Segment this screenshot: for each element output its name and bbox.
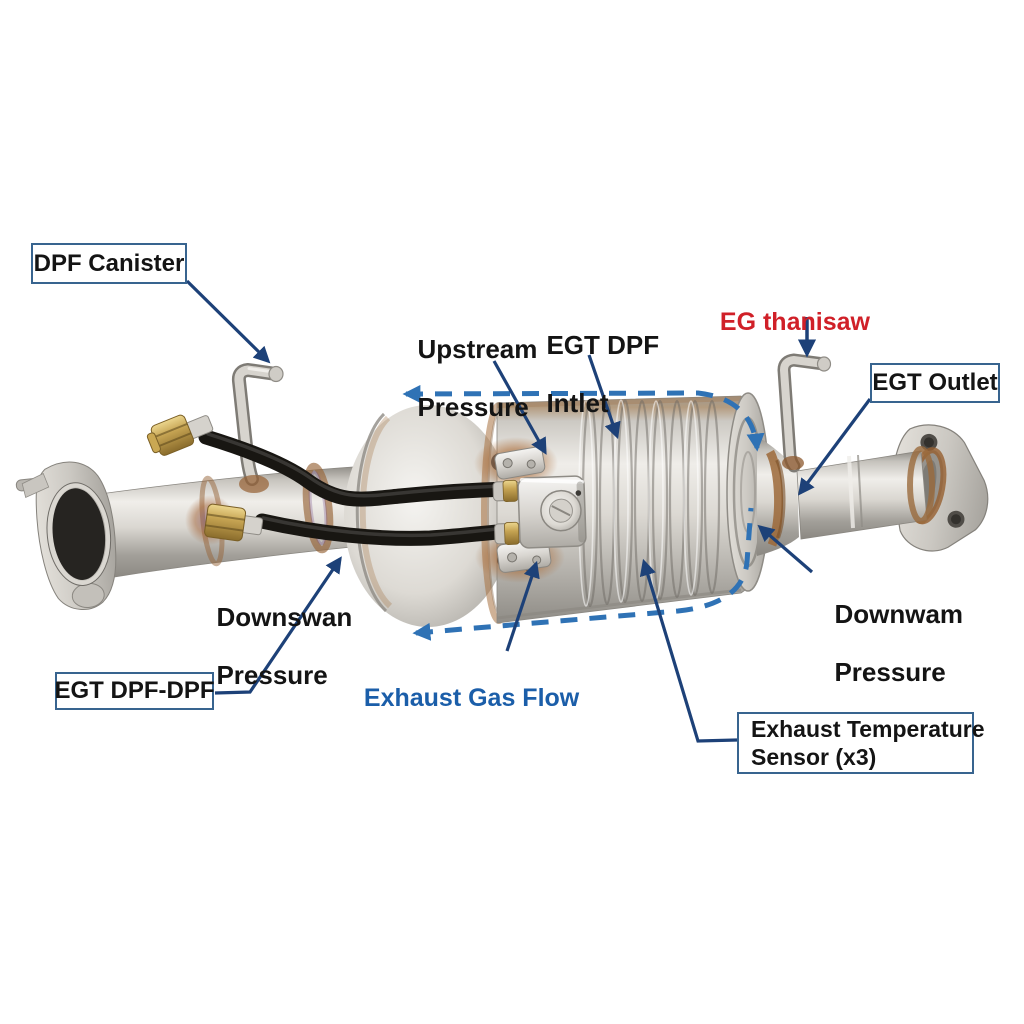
pressure-fitting-lower bbox=[185, 495, 264, 545]
label-exhaust-temp-sensor: Exhaust Temperature Sensor (x3) bbox=[737, 712, 984, 774]
label-downwam-pressure: Downwam Pressure bbox=[834, 599, 964, 687]
label-egt-dpf-dpf: EGT DPF-DPF bbox=[54, 672, 215, 710]
leader-arrows bbox=[185, 279, 872, 743]
inlet-hanger-rod bbox=[231, 362, 284, 493]
arrow-egt-outlet bbox=[798, 398, 872, 496]
arrow-egt-dpf-dpf bbox=[214, 556, 342, 695]
label-egt-outlet-text: EGT Outlet bbox=[872, 369, 998, 396]
label-eg-thanisaw: EG thanisaw bbox=[719, 308, 870, 336]
arrow-downwam-pressure bbox=[757, 524, 814, 574]
flow-dash-bottom bbox=[412, 507, 754, 641]
dpf-dome bbox=[344, 402, 517, 627]
arrow-exhaust-gas-flow bbox=[505, 560, 540, 652]
pressure-hoses bbox=[198, 429, 516, 546]
pressure-fitting-upper bbox=[146, 414, 214, 456]
flow-dashed-outline bbox=[402, 384, 765, 641]
label-dpf-canister: DPF Canister bbox=[31, 243, 187, 284]
arrow-exhaust-temp-sensor bbox=[639, 558, 738, 743]
label-exhaust-gas-flow: Exhaust Gas Flow bbox=[363, 684, 580, 712]
arrow-upstream-pressure bbox=[492, 360, 547, 455]
outlet-pipe bbox=[796, 446, 935, 540]
label-dpf-canister-text: DPF Canister bbox=[33, 249, 185, 277]
label-downswan-pressure: Downswan Pressure bbox=[216, 602, 353, 690]
inlet-flange bbox=[15, 461, 117, 610]
flow-dash-top bbox=[402, 384, 765, 452]
label-upstream-pressure: Upstream Pressure bbox=[417, 334, 538, 422]
arrow-egt-dpf-inlet bbox=[587, 354, 621, 440]
label-egt-outlet: EGT Outlet bbox=[870, 363, 1000, 403]
pressure-hose-upper bbox=[198, 429, 516, 507]
label-egt-dpf-dpf-text: EGT DPF-DPF bbox=[54, 677, 215, 704]
arrow-dpf-canister bbox=[185, 279, 271, 364]
outlet-hanger-rod bbox=[777, 353, 832, 473]
sensor-block bbox=[492, 475, 587, 549]
pressure-hose-lower bbox=[254, 513, 516, 546]
label-egt-dpf-inlet: EGT DPF Intlet bbox=[546, 330, 660, 418]
